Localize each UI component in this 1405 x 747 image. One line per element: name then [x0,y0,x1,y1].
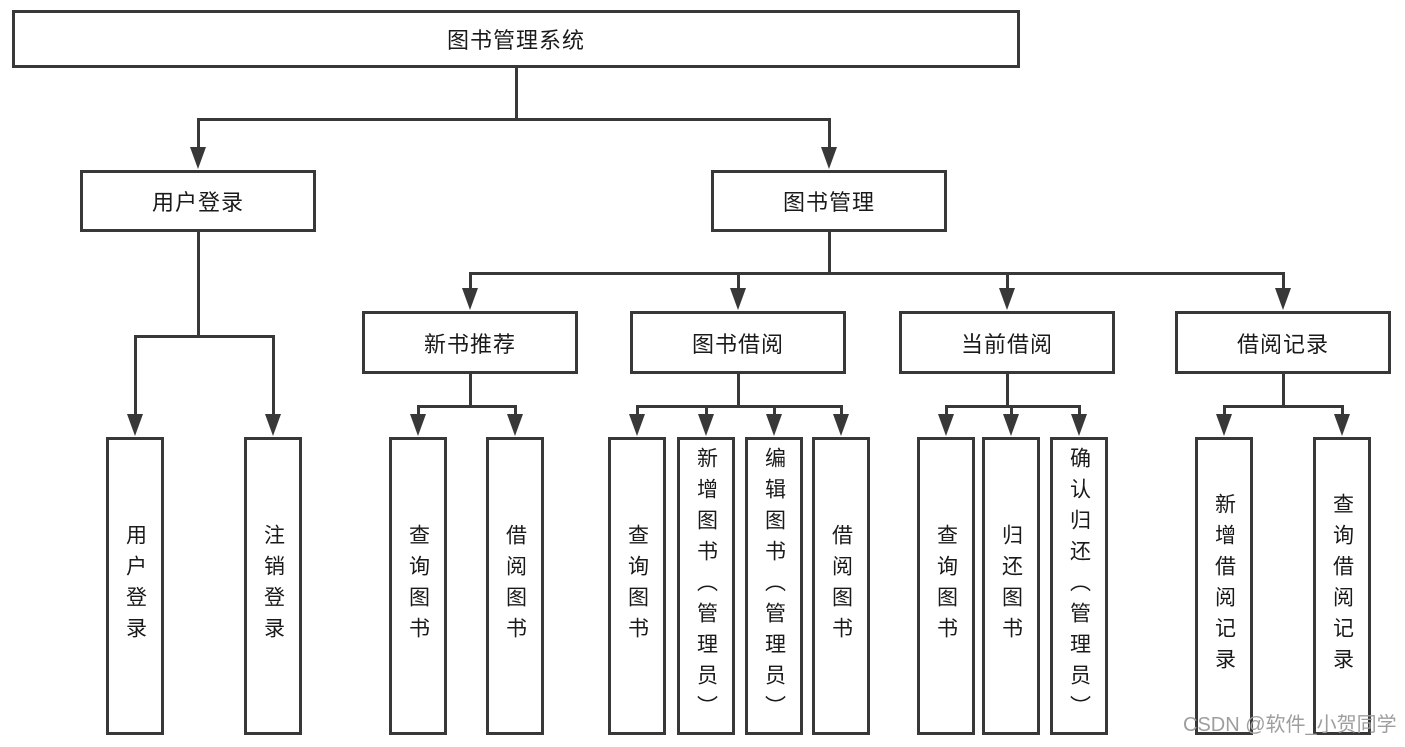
connector-nbr-drop-1 [417,405,420,418]
connector-current-borrow-bar [945,405,1081,408]
connector-current-borrow-stem [1006,373,1009,407]
leaf-cb-confirm-return-admin: 确认归还（管理员） [1050,437,1108,735]
connector-drop-book-borrow [737,272,740,290]
leaf-bb-add-books-admin-label: 新增图书（管理员） [694,446,718,726]
connector-bb-drop-4 [840,405,843,418]
connector-book-borrow-stem [737,373,740,407]
node-user-login: 用户登录 [80,170,316,232]
connector-user-login-stem [197,231,200,335]
node-book-borrow: 图书借阅 [630,311,846,374]
leaf-nbr-query-books: 查询图书 [389,437,447,735]
connector-cb-drop-1 [945,405,948,418]
arrowhead-br-leaf-2 [1334,414,1350,436]
leaf-br-add-record-label: 新增借阅记录 [1212,493,1236,679]
leaf-cb-query-books: 查询图书 [917,437,975,735]
connector-nbr-drop-2 [514,405,517,418]
leaf-bb-query-books-label: 查询图书 [625,524,649,648]
leaf-nbr-query-books-label: 查询图书 [406,524,430,648]
arrowhead-current-borrow [999,288,1015,310]
leaf-bb-query-books: 查询图书 [608,437,666,735]
arrowhead-bb-leaf-3 [766,414,782,436]
leaf-bb-borrow-books: 借阅图书 [812,437,870,735]
leaf-bb-borrow-books-label: 借阅图书 [829,524,853,648]
node-new-book-rec-label: 新书推荐 [423,331,516,357]
leaf-cb-return-books: 归还图书 [982,437,1040,735]
connector-br-drop-1 [1223,405,1226,418]
arrowhead-book-mgmt [821,147,837,169]
connector-cb-drop-3 [1078,405,1081,418]
connector-drop-borrow-record [1282,272,1285,290]
connector-book-mgmt-bar [469,272,1285,275]
arrowhead-nbr-leaf-2 [507,414,523,436]
connector-root-drop-left [197,118,200,152]
connector-book-borrow-bar [636,405,843,408]
connector-bb-drop-1 [636,405,639,418]
leaf-nbr-borrow-books: 借阅图书 [486,437,544,735]
leaf-br-add-record: 新增借阅记录 [1195,437,1253,735]
leaf-nbr-borrow-books-label: 借阅图书 [503,524,527,648]
leaf-cb-query-books-label: 查询图书 [934,524,958,648]
leaf-br-query-record: 查询借阅记录 [1313,437,1371,735]
connector-root-drop-right [828,118,831,152]
node-root: 图书管理系统 [12,10,1020,68]
arrowhead-book-borrow [730,288,746,310]
connector-borrow-record-stem [1282,373,1285,407]
leaf-logout-label: 注销登录 [261,524,285,648]
connector-br-drop-2 [1341,405,1344,418]
arrowhead-nbr-leaf-1 [410,414,426,436]
node-book-mgmt: 图书管理 [711,170,947,232]
connector-bb-drop-3 [773,405,776,418]
connector-drop-current-borrow [1006,272,1009,290]
node-current-borrow-label: 当前借阅 [960,331,1053,357]
node-book-borrow-label: 图书借阅 [691,331,784,357]
leaf-bb-edit-books-admin: 编辑图书（管理员） [745,437,803,735]
leaf-logout: 注销登录 [244,437,302,735]
arrowhead-cb-leaf-1 [938,414,954,436]
arrowhead-cb-leaf-3 [1071,414,1087,436]
leaf-cb-confirm-return-admin-label: 确认归还（管理员） [1067,446,1091,726]
connector-borrow-record-bar [1223,405,1344,408]
connector-user-login-drop-2 [272,335,275,417]
node-book-mgmt-label: 图书管理 [782,190,875,215]
leaf-br-query-record-label: 查询借阅记录 [1330,493,1354,679]
leaf-bb-add-books-admin: 新增图书（管理员） [677,437,735,735]
connector-new-book-rec-stem [469,373,472,407]
leaf-bb-edit-books-admin-label: 编辑图书（管理员） [762,446,786,726]
arrowhead-cb-leaf-2 [1003,414,1019,436]
arrowhead-borrow-record [1275,288,1291,310]
connector-root-stem [515,68,518,118]
arrowhead-leaf-login [127,414,143,436]
connector-bb-drop-2 [705,405,708,418]
arrowhead-br-leaf-1 [1216,414,1232,436]
arrowhead-new-book-rec [462,288,478,310]
arrowhead-bb-leaf-4 [833,414,849,436]
node-borrow-record: 借阅记录 [1175,311,1391,374]
arrowhead-bb-leaf-1 [629,414,645,436]
connector-new-book-rec-bar [417,405,517,408]
connector-user-login-drop-1 [134,335,137,417]
leaf-user-login-label: 用户登录 [123,524,147,648]
connector-user-login-bar [134,335,275,338]
arrowhead-user-login [190,147,206,169]
node-new-book-rec: 新书推荐 [362,311,578,374]
leaf-user-login: 用户登录 [106,437,164,735]
leaf-cb-return-books-label: 归还图书 [999,524,1023,648]
node-user-login-label: 用户登录 [151,190,244,215]
arrowhead-bb-leaf-2 [698,414,714,436]
csdn-watermark: CSDN @软件_小贺同学 [1183,714,1397,736]
arrowhead-leaf-logout [265,414,281,436]
node-current-borrow: 当前借阅 [899,311,1115,374]
connector-cb-drop-2 [1010,405,1013,418]
connector-root-bar [197,118,831,121]
node-borrow-record-label: 借阅记录 [1236,331,1329,357]
node-root-label: 图书管理系统 [446,28,585,53]
connector-drop-new-book-rec [469,272,472,290]
connector-book-mgmt-stem [828,231,831,273]
